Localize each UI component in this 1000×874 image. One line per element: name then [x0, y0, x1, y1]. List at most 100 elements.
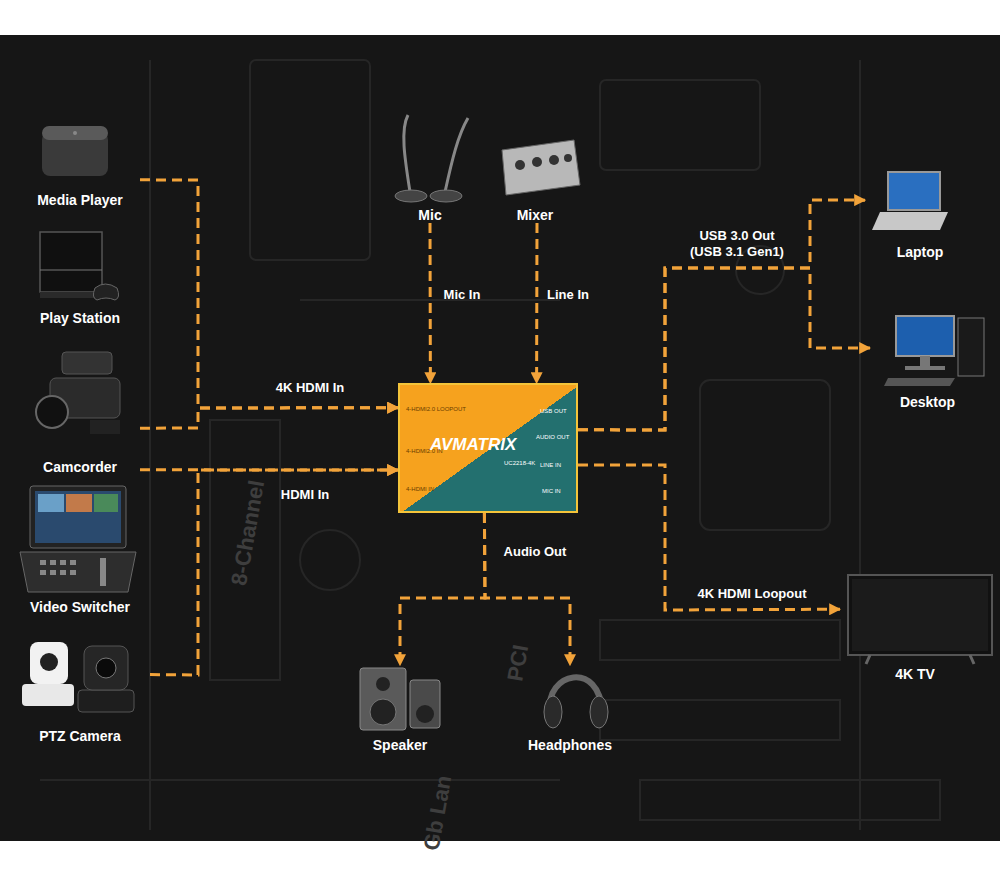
icon-logo — [73, 131, 77, 135]
screen-tile — [38, 494, 64, 512]
edge-label: 4K HDMI Loopout — [682, 586, 822, 602]
signal-connector — [400, 513, 485, 665]
monitor-stand — [920, 356, 930, 366]
tv-icon — [848, 575, 992, 664]
monitor — [896, 316, 954, 356]
icon-base — [40, 292, 102, 298]
button — [70, 560, 76, 565]
handle — [62, 352, 112, 374]
button — [50, 570, 56, 575]
port-label: LINE IN — [540, 461, 561, 469]
speaker-box — [410, 680, 440, 728]
tv-screen — [848, 575, 992, 655]
port-label: 4-HDMI IN — [406, 485, 434, 493]
icon-line — [40, 270, 102, 271]
device-node: Camcorder — [20, 345, 140, 475]
camera-base — [78, 690, 134, 712]
button — [60, 570, 66, 575]
model-number: UC2218-4K — [504, 459, 535, 467]
device-name: Mic — [360, 207, 500, 223]
edge-label: HDMI In — [255, 487, 355, 503]
dark-background — [0, 35, 1000, 841]
pci-slot — [600, 620, 840, 660]
pci-slot — [640, 780, 940, 820]
pci-slot — [600, 700, 840, 740]
icon-top — [42, 126, 108, 140]
edge-label: Line In — [533, 287, 603, 303]
signal-connector — [535, 223, 538, 383]
device-name: Desktop — [850, 394, 1000, 410]
buttons — [40, 558, 106, 586]
mic-base — [395, 190, 427, 202]
screen — [35, 491, 121, 543]
laptop-base — [872, 212, 948, 230]
keyboard — [884, 378, 955, 386]
camera-head — [84, 646, 128, 690]
ptz-camera-icon — [22, 642, 134, 712]
grip — [90, 420, 120, 434]
tv-feet — [866, 655, 974, 664]
headphones-icon — [544, 677, 608, 728]
tweeter — [376, 677, 390, 691]
signal-connector — [140, 180, 398, 408]
device-name: Camcorder — [0, 459, 160, 475]
port-label: USB OUT — [540, 407, 567, 415]
capture-device: AVMATRIXUC2218-4K4-HDMI2.0 LOOPOUT4-HDMI… — [398, 383, 578, 513]
tower — [958, 318, 984, 376]
laptop-icon — [872, 172, 948, 230]
playstation-icon — [40, 232, 119, 300]
button — [50, 560, 56, 565]
camcorder-icon — [36, 352, 120, 434]
board-part — [210, 420, 280, 680]
signal-connector — [150, 470, 398, 675]
screen-tile — [94, 494, 118, 512]
signal-connector — [140, 408, 398, 429]
board-part — [250, 60, 370, 260]
icon-body — [40, 232, 102, 292]
device-name: Play Station — [0, 310, 160, 326]
device-node: 4K TV — [840, 575, 990, 682]
device-node: PTZ Camera — [10, 632, 150, 744]
edge-label: Audio Out — [485, 544, 585, 560]
woofer — [370, 699, 396, 725]
edge-label: Mic In — [427, 287, 497, 303]
knob — [549, 155, 559, 165]
mixer-icon — [502, 140, 580, 195]
device-name: Media Player — [0, 192, 160, 208]
camera-head — [30, 642, 68, 684]
speaker-icon — [360, 668, 440, 730]
device-name: Laptop — [845, 244, 995, 260]
device-name: Speaker — [330, 737, 470, 753]
device-node: Video Switcher — [10, 480, 150, 615]
knob — [532, 157, 542, 167]
device-node: Media Player — [20, 120, 140, 208]
device-node: Desktop — [870, 310, 985, 410]
device-name: Video Switcher — [0, 599, 170, 615]
edge-label: USB 3.0 Out (USB 3.1 Gen1) — [685, 228, 789, 260]
signal-connector — [429, 223, 432, 383]
device-node: Play Station — [20, 228, 140, 326]
signal-connector — [578, 465, 840, 610]
controller — [93, 284, 118, 300]
port-label: AUDIO OUT — [536, 433, 569, 441]
device-name: Mixer — [465, 207, 605, 223]
gooseneck — [445, 118, 468, 192]
knob — [515, 160, 525, 170]
tv-panel — [852, 579, 988, 651]
t-bar — [100, 558, 106, 586]
monitor-foot — [905, 366, 945, 370]
ear-cup — [544, 696, 562, 728]
screen-tile — [66, 494, 92, 512]
device-name: Headphones — [495, 737, 645, 753]
mixer-body — [502, 140, 580, 195]
laptop-screen — [888, 172, 940, 210]
lens — [36, 396, 68, 428]
button — [60, 560, 66, 565]
video-switcher-icon — [20, 486, 136, 592]
camera-base — [22, 684, 74, 706]
brand-logo: AVMATRIX — [430, 435, 516, 454]
ear-cup — [590, 696, 608, 728]
button — [70, 570, 76, 575]
mic-icon — [395, 115, 468, 202]
